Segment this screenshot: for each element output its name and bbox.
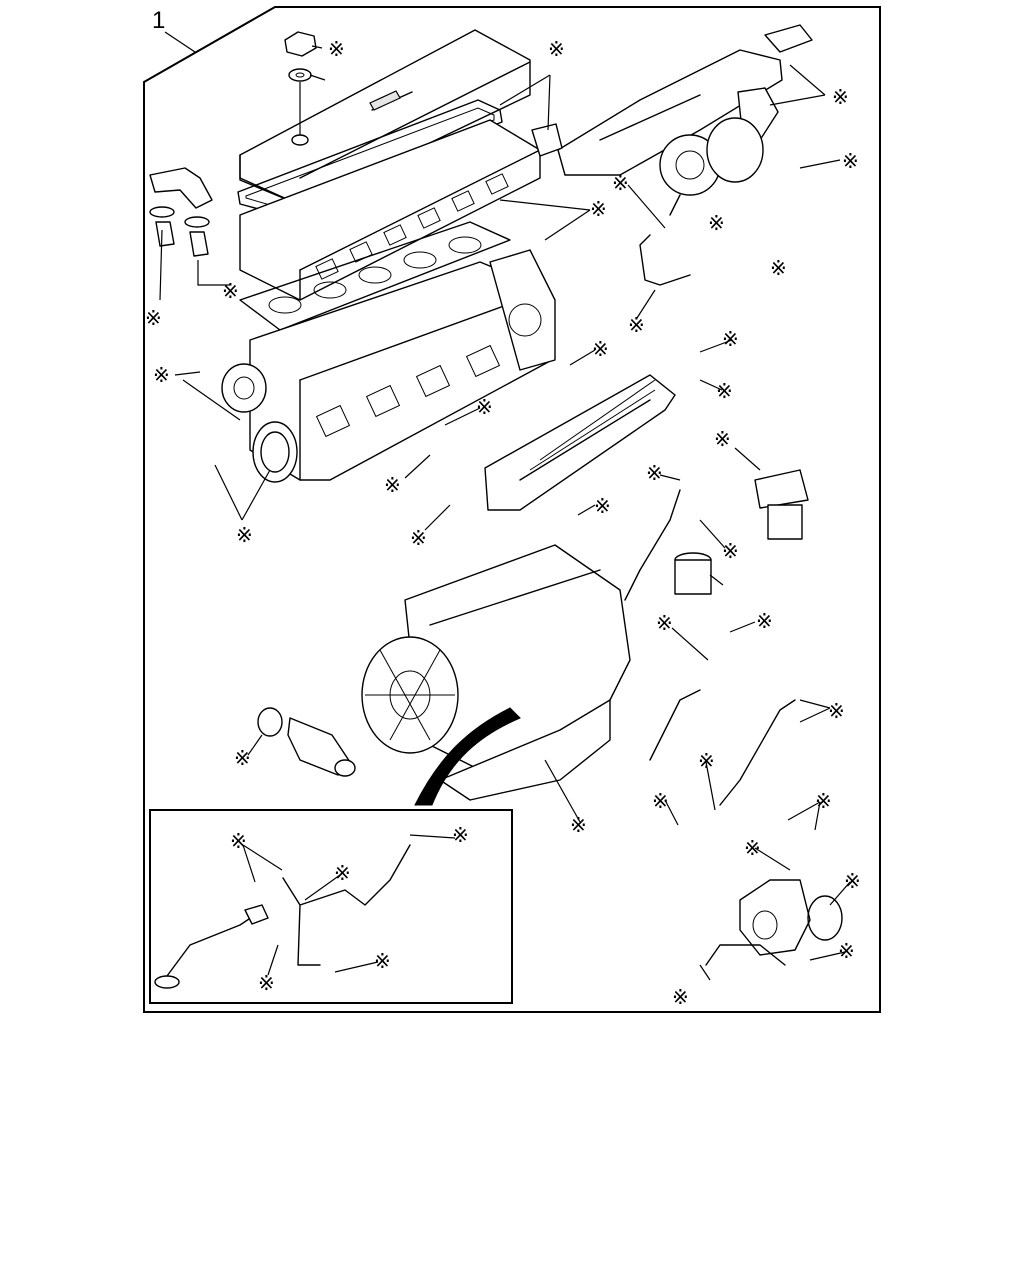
marker-asterisk: ※ [756, 609, 773, 633]
reference-markers: ※ ※ ※ ※ ※ ※ ※ ※ ※ ※ ※ ※ ※ ※ ※ ※ ※ ※ ※ ※ … [145, 37, 861, 1009]
inset-oil-strainer [154, 904, 269, 989]
marker-asterisk: ※ [548, 37, 565, 61]
fuel-pipe-lower [705, 944, 786, 966]
o-ring-lower-left [257, 707, 283, 737]
marker-asterisk: ※ [652, 789, 669, 813]
marker-asterisk: ※ [145, 306, 162, 330]
marker-asterisk: ※ [570, 813, 587, 837]
kit-outline-frame [143, 6, 881, 1013]
marker-asterisk: ※ [844, 869, 861, 893]
thermostat-housing [149, 167, 213, 257]
inset-detail-box [149, 809, 513, 1004]
marker-asterisk: ※ [334, 861, 351, 885]
turbo-oil-return-pipe [639, 234, 691, 286]
oil-pipe-right-long [719, 699, 796, 806]
rocker-cover [239, 29, 531, 206]
oil-filler-cap [284, 31, 317, 146]
rocker-cover-gasket [237, 99, 503, 213]
marker-asterisk: ※ [838, 939, 855, 963]
turbocharger [659, 117, 764, 216]
marker-asterisk: ※ [646, 461, 663, 485]
oil-filter-center [674, 552, 712, 595]
marker-asterisk: ※ [842, 149, 859, 173]
marker-asterisk: ※ [452, 823, 469, 847]
marker-asterisk: ※ [410, 526, 427, 550]
marker-asterisk: ※ [672, 985, 689, 1009]
marker-asterisk: ※ [770, 256, 787, 280]
oil-pickup-tube [287, 717, 356, 777]
marker-asterisk: ※ [384, 473, 401, 497]
marker-asterisk: ※ [612, 171, 629, 195]
cylinder-block [249, 249, 556, 481]
fuel-injection-pump [739, 879, 811, 956]
marker-asterisk: ※ [328, 37, 345, 61]
marker-asterisk: ※ [258, 971, 275, 995]
marker-asterisk: ※ [592, 337, 609, 361]
marker-asterisk: ※ [230, 829, 247, 853]
marker-asterisk: ※ [234, 746, 251, 770]
sweep-arrow [414, 707, 521, 806]
marker-asterisk: ※ [153, 363, 170, 387]
marker-asterisk: ※ [716, 379, 733, 403]
marker-asterisk: ※ [714, 427, 731, 451]
marker-asterisk: ※ [832, 85, 849, 109]
front-crank-seal [252, 421, 298, 483]
pump-o-ring [807, 895, 843, 941]
oil-filter-right [754, 469, 809, 540]
cylinder-head [239, 119, 541, 301]
inset-oil-pipe [282, 844, 411, 966]
marker-asterisk: ※ [828, 699, 845, 723]
marker-asterisk: ※ [656, 611, 673, 635]
exhaust-manifold [557, 24, 813, 176]
marker-asterisk: ※ [722, 327, 739, 351]
leader-lines [159, 45, 851, 981]
marker-asterisk: ※ [722, 539, 739, 563]
item-number-leader [164, 31, 196, 53]
marker-asterisk: ※ [222, 279, 239, 303]
head-gasket [239, 221, 511, 331]
oil-pipe-right-center [624, 489, 681, 601]
marker-asterisk: ※ [236, 523, 253, 547]
marker-asterisk: ※ [374, 949, 391, 973]
marker-asterisk: ※ [594, 494, 611, 518]
oil-cooler [484, 374, 676, 511]
marker-asterisk: ※ [744, 836, 761, 860]
marker-asterisk: ※ [628, 313, 645, 337]
marker-asterisk: ※ [708, 211, 725, 235]
water-pump [221, 363, 267, 413]
lower-engine-assembly [361, 544, 631, 801]
marker-asterisk: ※ [698, 749, 715, 773]
marker-asterisk: ※ [476, 395, 493, 419]
marker-asterisk: ※ [590, 197, 607, 221]
marker-asterisk: ※ [815, 789, 832, 813]
item-number-label: 1 [152, 7, 165, 34]
oil-pipe-lower-right [649, 689, 701, 761]
